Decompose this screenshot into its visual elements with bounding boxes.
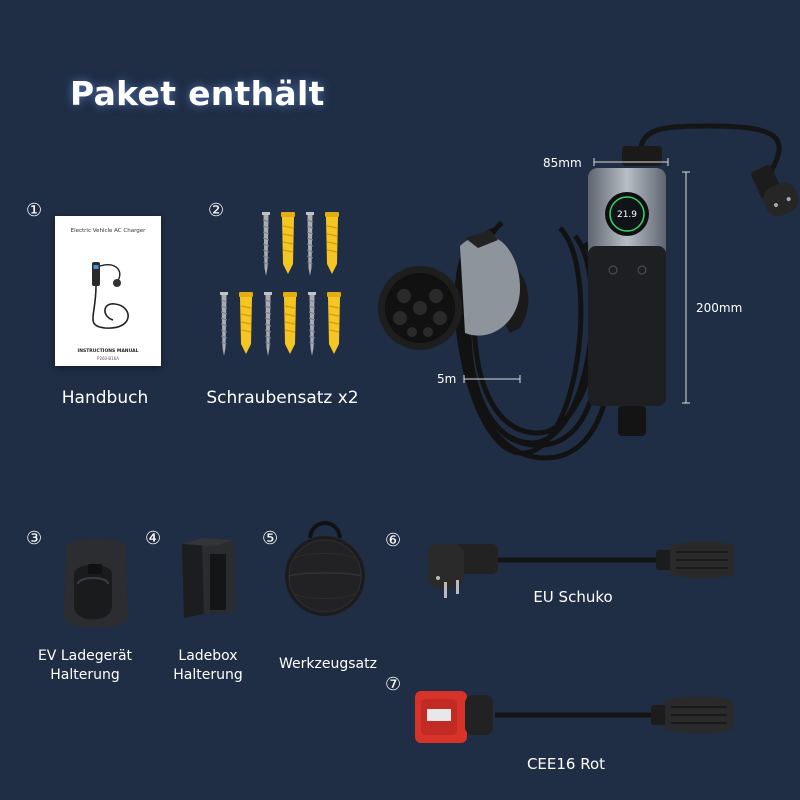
schuko-plug-icon (751, 165, 799, 217)
dimension-height-label: 200mm (696, 301, 743, 315)
dimension-lines (463, 158, 690, 404)
item-number-2: ② (208, 200, 225, 221)
item-label-5: Werkzeugsatz (279, 656, 377, 672)
screw-icon (219, 291, 229, 357)
item-label-4-line2: Halterung (173, 667, 243, 683)
type2-socket-icon (656, 541, 734, 579)
ev-charger-illustration: 21.9 (378, 123, 799, 461)
manual-cover-sub: INSTRUCTIONS MANUAL (77, 349, 139, 354)
type2-socket-icon (651, 696, 733, 734)
charger-control-box: 21.9 (588, 146, 666, 436)
type2-connector-icon (378, 230, 529, 350)
manual-booklet: Electric Vehicle AC Charger INSTRUCTIONS… (55, 216, 161, 366)
item-number-4: ④ (145, 528, 162, 549)
item-label-3-line2: Halterung (50, 667, 120, 683)
schuko-plug-icon (428, 543, 498, 598)
item-label-3-line1: EV Ladegerät (37, 648, 133, 664)
anchor-icon (324, 211, 340, 275)
screw-set-illustration (219, 211, 342, 357)
page-title: Paket enthält (70, 74, 325, 113)
box-holder-illustration (182, 538, 236, 618)
item-label-2: Schraubensatz x2 (206, 388, 359, 408)
tool-bag-illustration (285, 521, 365, 616)
manual-cover-model: P260-B16A (97, 356, 119, 361)
cee16-adapter-illustration (415, 691, 733, 743)
item-number-7: ⑦ (385, 674, 402, 695)
anchor-icon (326, 291, 342, 355)
anchor-icon (238, 291, 254, 355)
eu-schuko-adapter-illustration (428, 541, 734, 598)
manual-charger-illustration (92, 262, 129, 329)
item-number-5: ⑤ (262, 528, 279, 549)
item-label-4: Ladebox Halterung (155, 647, 261, 685)
anchor-icon (282, 291, 298, 355)
charger-display-value: 21.9 (617, 210, 637, 220)
item-label-6: EU Schuko (533, 588, 613, 606)
charger-holder-illustration (64, 539, 128, 628)
anchor-icon (280, 211, 296, 275)
dimension-width-label: 85mm (543, 156, 582, 170)
dimension-cable-label: 5m (437, 372, 457, 386)
item-label-3: EV Ladegerät Halterung (22, 647, 148, 685)
manual-cover-title: Electric Vehicle AC Charger (70, 228, 146, 234)
screw-icon (307, 291, 317, 357)
item-number-1: ① (26, 200, 43, 221)
cee-plug-icon (415, 691, 493, 743)
item-label-1: Handbuch (61, 388, 149, 408)
screw-icon (263, 291, 273, 357)
item-number-3: ③ (26, 528, 43, 549)
screw-icon (261, 211, 271, 277)
screw-icon (305, 211, 315, 277)
item-label-4-line1: Ladebox (178, 648, 238, 664)
item-label-7: CEE16 Rot (526, 755, 606, 773)
item-number-6: ⑥ (385, 530, 402, 551)
